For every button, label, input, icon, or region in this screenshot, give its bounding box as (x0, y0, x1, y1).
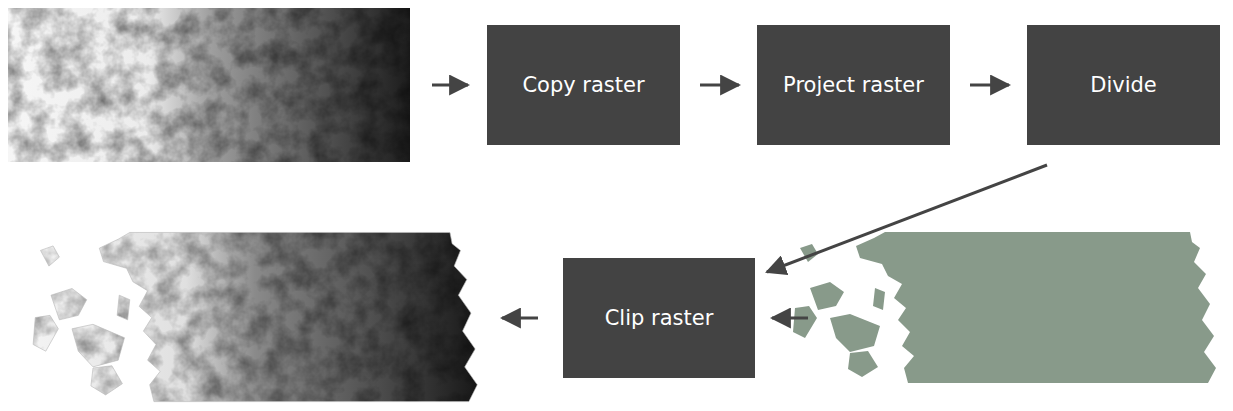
process-label: Copy raster (522, 73, 644, 97)
clipped-raster (25, 225, 485, 411)
process-label: Divide (1090, 73, 1157, 97)
input-arrow (432, 84, 468, 87)
dem-raster (8, 8, 410, 162)
clipped-outline (33, 232, 477, 401)
process-box: Project raster (757, 25, 950, 145)
process-box: Clip raster (563, 258, 755, 378)
flow-arrow (970, 84, 1009, 87)
process-label: Clip raster (605, 306, 714, 330)
process-label: Project raster (783, 73, 924, 97)
flow-arrow (700, 84, 739, 87)
county-shape (793, 232, 1216, 383)
output-arrow (502, 317, 538, 320)
flow-arrow (767, 165, 1047, 272)
mask-arrow (772, 317, 808, 320)
process-box: Copy raster (487, 25, 680, 145)
process-box: Divide (1027, 25, 1220, 145)
